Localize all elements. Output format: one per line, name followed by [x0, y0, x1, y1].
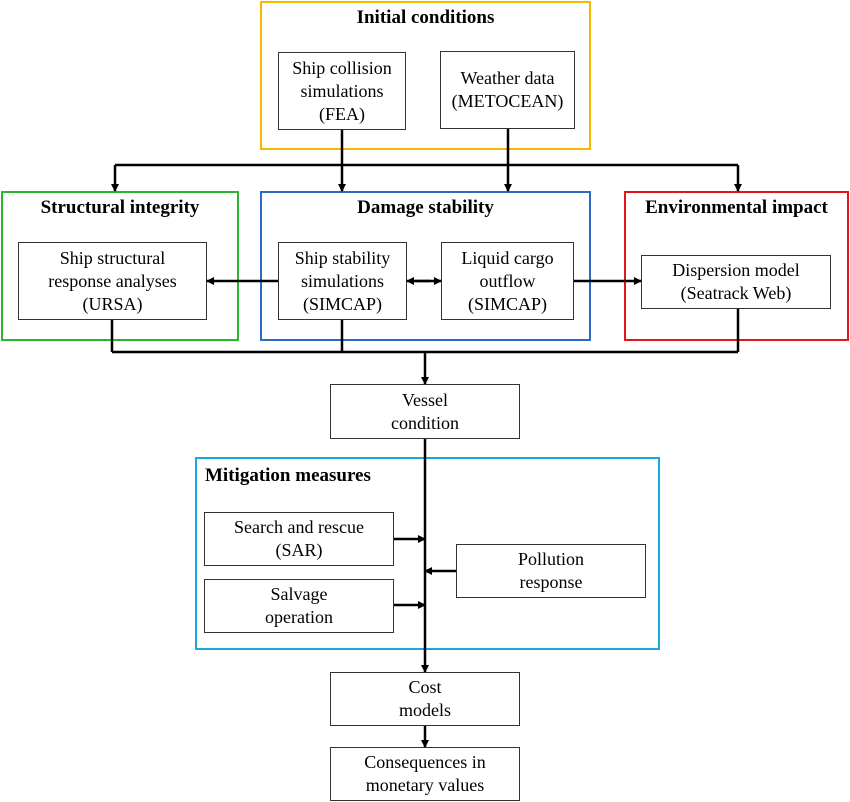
consequences-box: Consequences in monetary values: [330, 747, 520, 801]
cost-models-box: Cost models: [330, 672, 520, 726]
mitigation-measures-title: Mitigation measures: [205, 465, 371, 486]
ship-stability-simulations-box: Ship stability simulations (SIMCAP): [278, 242, 407, 320]
salvage-operation-box: Salvage operation: [204, 579, 394, 633]
structural-integrity-title: Structural integrity: [40, 197, 200, 218]
pollution-response-box: Pollution response: [456, 544, 646, 598]
structural-integrity-group: Structural integrity: [1, 191, 239, 341]
initial-conditions-group: Initial conditions: [260, 1, 591, 150]
damage-stability-group: Damage stability: [260, 191, 591, 341]
dispersion-model-box: Dispersion model (Seatrack Web): [641, 255, 831, 309]
damage-stability-title: Damage stability: [357, 197, 494, 218]
environmental-impact-group: Environmental impact: [624, 191, 849, 341]
initial-conditions-title: Initial conditions: [356, 7, 495, 28]
environmental-impact-title: Environmental impact: [645, 197, 828, 218]
mitigation-measures-group: Mitigation measures: [195, 457, 660, 650]
liquid-cargo-outflow-box: Liquid cargo outflow (SIMCAP): [441, 242, 574, 320]
weather-data-box: Weather data (METOCEAN): [440, 51, 575, 129]
search-and-rescue-box: Search and rescue (SAR): [204, 512, 394, 566]
ship-collision-simulations-box: Ship collision simulations (FEA): [278, 52, 406, 130]
